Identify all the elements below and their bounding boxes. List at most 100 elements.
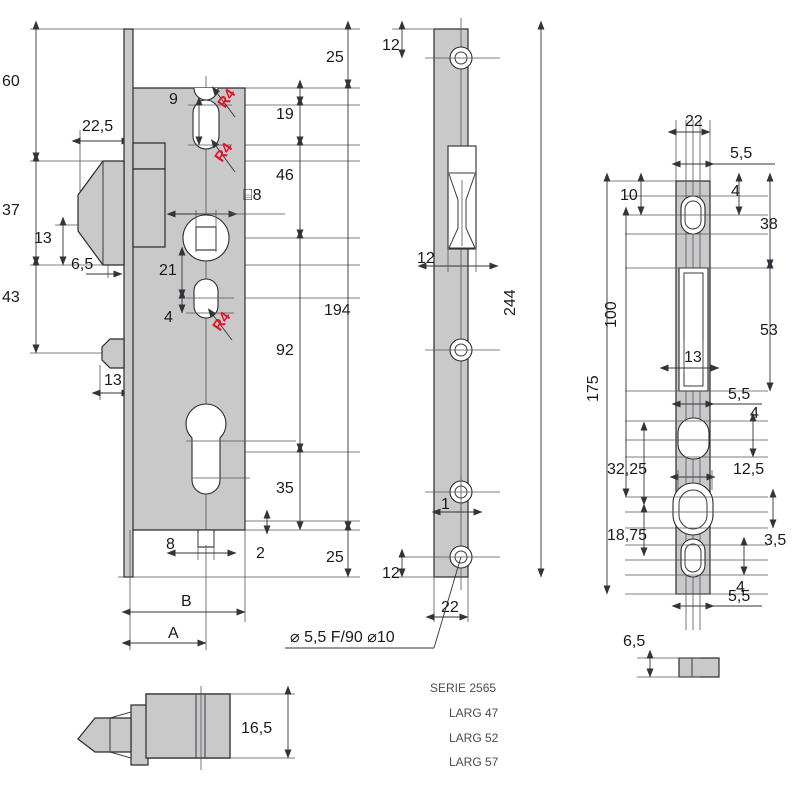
- dim-4-top: 4: [731, 183, 740, 200]
- variant-larg-47: LARG 47: [449, 706, 499, 720]
- front-view-dim-8: 8: [166, 533, 237, 560]
- dim-194: 194: [324, 302, 351, 319]
- variant-larg-52: LARG 52: [449, 731, 499, 745]
- dim-53: 53: [760, 322, 778, 339]
- dim-22-faceplate: 22: [441, 599, 459, 616]
- title-block: SERIE 2565 LARG 47 LARG 52 LARG 57: [430, 681, 499, 769]
- dim-12-5: 12,5: [733, 461, 764, 478]
- dim-175: 175: [585, 375, 602, 402]
- euro-cylinder-keyhole: [185, 403, 296, 495]
- front-view-lock-body: 60 37 43 22,5 13 6,5 13: [2, 20, 360, 650]
- dim-12-top: 12: [382, 37, 400, 54]
- dim-38: 38: [760, 216, 778, 233]
- dim-18-75: 18,75: [607, 527, 647, 544]
- lock-faceplate-strip: [123, 28, 134, 578]
- strike-dim-175: 175: [585, 172, 611, 595]
- dim-4-bottom: 4: [736, 579, 745, 596]
- dim-6-5: 6,5: [71, 256, 93, 273]
- front-view-dim-9: 9: [169, 91, 203, 146]
- strike-hole-small-oval: [625, 538, 768, 578]
- faceplate-screw-hole-2: [425, 338, 500, 362]
- strike-thickness-view: 6,5: [623, 633, 720, 678]
- dim-60: 60: [2, 73, 20, 90]
- dim-35: 35: [276, 480, 294, 497]
- front-view-dim-2: 2: [256, 509, 271, 562]
- strike-dim-12-5: 12,5: [669, 461, 764, 490]
- strike-dim-3-5: 3,5: [764, 488, 786, 549]
- strike-dim-5-5-mid: 5,5: [625, 386, 768, 408]
- strike-dim-38: 38: [760, 172, 778, 269]
- dim-244: 244: [502, 289, 519, 316]
- side-view-dim-22: 22: [425, 577, 469, 622]
- strike-hole-large-oval: [625, 482, 768, 536]
- dim-32-25: 32,25: [607, 461, 647, 478]
- dim-square-8: ⌸8: [243, 187, 262, 204]
- side-view-dim-1: 1: [431, 496, 483, 516]
- side-view-dim-12-top: 12: [382, 20, 434, 59]
- strike-dim-18-75: 18,75: [607, 503, 648, 557]
- bottom-notch: [197, 529, 215, 548]
- dim-12-bottom: 12: [382, 565, 400, 582]
- latch-bolt-shank: [145, 693, 231, 759]
- top-oval-slot: [192, 99, 220, 150]
- dim-25-bottom: 25: [326, 549, 344, 566]
- strike-hole-top-oval: [625, 195, 768, 235]
- dim-92: 92: [276, 342, 294, 359]
- strike-dim-53: 53: [760, 259, 778, 392]
- dim-12-width: 12: [417, 250, 435, 267]
- strike-dim-5-5-top: 5,5: [671, 145, 775, 168]
- front-view-backset-dims: B A: [121, 530, 246, 650]
- dim-9: 9: [169, 91, 178, 108]
- dim-4-oval: 4: [750, 405, 759, 422]
- dim-100: 100: [603, 301, 620, 328]
- strike-dim-100: 100: [603, 206, 630, 498]
- strike-dim-32-25: 32,25: [607, 421, 648, 506]
- lower-oval-slot: [193, 278, 219, 319]
- variant-larg-57: LARG 57: [449, 755, 499, 769]
- dim-3-5: 3,5: [764, 532, 786, 549]
- strike-hole-plain-oval: [625, 417, 768, 460]
- dim-13-bolt: 13: [104, 372, 122, 389]
- strike-rect-cutout: 13: [625, 267, 768, 392]
- front-view-dim-square-8: ⌸8: [166, 187, 285, 218]
- strike-dim-10: 10: [610, 172, 676, 216]
- dim-19: 19: [276, 106, 294, 123]
- strike-dim-5-5-bottom: 5,5: [625, 588, 768, 610]
- dim-13-bevel: 13: [34, 230, 52, 247]
- dim-8: 8: [166, 536, 175, 553]
- strike-dim-4-top: 4: [731, 172, 743, 216]
- series-label: SERIE 2565: [430, 681, 496, 695]
- hole-note: ⌀ 5,5 F/90 ⌀10: [290, 629, 395, 646]
- dim-25-top: 25: [326, 49, 344, 66]
- dim-21: 21: [159, 262, 177, 279]
- dim-43: 43: [2, 289, 20, 306]
- dim-10: 10: [620, 187, 638, 204]
- dim-5-5-top: 5,5: [730, 145, 752, 162]
- deadbolt-stub: [101, 338, 125, 369]
- faceplate-screw-hole-3: [425, 476, 500, 512]
- faceplate-screw-hole-1: [425, 46, 500, 70]
- front-view-right-dim-chain: 25 19 46 92 35 25 194: [276, 20, 352, 578]
- dim-13-strike: 13: [684, 349, 702, 366]
- latch-bolt-nose: [77, 717, 132, 753]
- spindle-hole: [182, 214, 230, 262]
- side-view-faceplate: 12 12: [285, 18, 545, 649]
- dim-5-5-bottom: 5,5: [728, 588, 750, 605]
- front-view-left-dim-chain: 60 37 43: [2, 20, 40, 354]
- latch-bolt-dim-16-5: 16,5: [230, 685, 295, 759]
- dim-5-5-mid: 5,5: [728, 386, 750, 403]
- dim-22-5: 22,5: [82, 118, 113, 135]
- dim-1: 1: [441, 496, 450, 513]
- latch-bolt-head: [77, 142, 166, 266]
- faceplate-latch-window: [447, 145, 477, 250]
- side-view-dim-12-width: 12: [417, 248, 499, 272]
- dim-22-strike: 22: [685, 113, 703, 130]
- dim-16-5: 16,5: [241, 720, 272, 737]
- strike-dim-4-oval: 4: [749, 405, 759, 458]
- dim-46: 46: [276, 167, 294, 184]
- side-view-dim-12-bottom: 12: [382, 548, 434, 582]
- hole-note-group: ⌀ 5,5 F/90 ⌀10: [285, 556, 462, 649]
- side-view-dim-244: 244: [502, 20, 545, 578]
- dim-B: B: [181, 593, 192, 610]
